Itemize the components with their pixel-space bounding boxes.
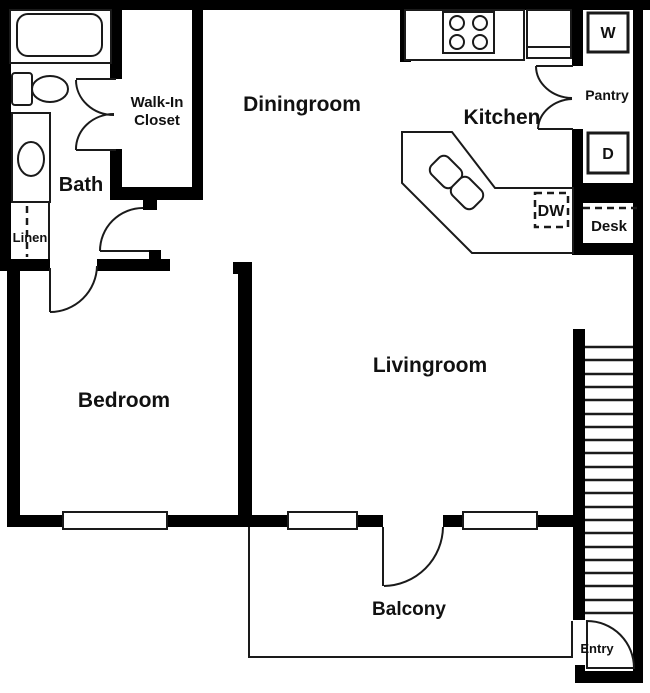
- wall-bottom-d: [443, 515, 463, 527]
- wall-closet-left-a: [110, 10, 122, 79]
- room-label-walk-in-closet-line1: Walk-In: [131, 94, 184, 111]
- pantry-double-door-swing-icon: [535, 65, 573, 130]
- wall-hall-jamb: [149, 250, 161, 259]
- appliance-label-washer: W: [600, 25, 616, 42]
- refrigerator-icon: [526, 9, 572, 59]
- window-icon: [287, 511, 358, 530]
- wall-right: [633, 0, 643, 683]
- burner-icon: [449, 15, 465, 31]
- toilet-icon: [11, 72, 33, 106]
- island-sink-icon: [449, 175, 485, 211]
- wall-pantry-upper: [572, 10, 583, 66]
- wall-hall: [97, 259, 170, 271]
- wall-closet-right: [192, 10, 203, 200]
- bath-door-swing-icon: [99, 207, 149, 252]
- balcony-outline: [248, 527, 573, 658]
- window-icon: [62, 511, 168, 530]
- room-labels: Diningroom Kitchen Livingroom Bedroom Ba…: [13, 87, 629, 656]
- burner-icon: [449, 34, 465, 50]
- room-label-diningroom: Diningroom: [243, 93, 361, 116]
- toilet-icon: [31, 75, 69, 103]
- room-label-bedroom: Bedroom: [78, 389, 170, 412]
- wall-divider: [238, 262, 252, 527]
- wall-dryer-band: [578, 183, 643, 203]
- room-label-kitchen: Kitchen: [463, 106, 540, 129]
- appliance-label-dishwasher: DW: [538, 203, 566, 220]
- room-label-livingroom: Livingroom: [373, 354, 487, 377]
- window-icon: [462, 511, 538, 530]
- wall-desk-bottom: [572, 243, 643, 255]
- room-label-walk-in-closet-line2: Closet: [134, 112, 180, 129]
- burner-icon: [472, 15, 488, 31]
- room-label-desk: Desk: [591, 218, 628, 235]
- wall-bottom-e: [537, 515, 585, 527]
- bathtub-icon: [16, 13, 103, 57]
- doors: [49, 65, 636, 669]
- room-label-pantry: Pantry: [585, 87, 629, 103]
- bath-fixtures: [9, 9, 112, 259]
- wall-top: [0, 0, 650, 10]
- entry-door-swing-icon: [586, 619, 636, 669]
- appliance-label-dryer: D: [602, 146, 614, 163]
- appliance-labels: W D DW: [538, 25, 617, 220]
- room-label-entry: Entry: [580, 641, 614, 656]
- wall-closet-bottom: [110, 187, 203, 200]
- kitchen-fixtures: [401, 9, 574, 254]
- wall-linen-bottom: [7, 259, 50, 271]
- burner-icon: [472, 34, 488, 50]
- room-label-linen: Linen: [13, 230, 48, 245]
- balcony-door-swing-icon: [382, 526, 444, 587]
- vanity-sink-icon: [17, 141, 45, 177]
- stairs-icon: [585, 345, 633, 615]
- wall-pantry-lower: [572, 129, 583, 255]
- wall-bottom-c: [357, 515, 383, 527]
- wall-entry-bottom: [575, 671, 643, 683]
- wall-closet-stub: [143, 200, 157, 210]
- room-label-bath: Bath: [59, 174, 103, 196]
- dryer-box: [586, 131, 630, 175]
- bedroom-door-swing-icon: [49, 265, 98, 313]
- windows: [62, 511, 538, 530]
- wall-left-upper: [0, 0, 11, 271]
- room-label-balcony: Balcony: [372, 599, 446, 620]
- wall-left-bedroom: [7, 259, 20, 527]
- wall-bottom-b: [167, 515, 288, 527]
- closet-double-door-swing-icon: [74, 78, 116, 151]
- wall-bottom-a: [7, 515, 63, 527]
- wall-stairs-rail: [573, 329, 585, 620]
- dishwasher-box: [533, 191, 570, 229]
- washer-box: [586, 11, 630, 54]
